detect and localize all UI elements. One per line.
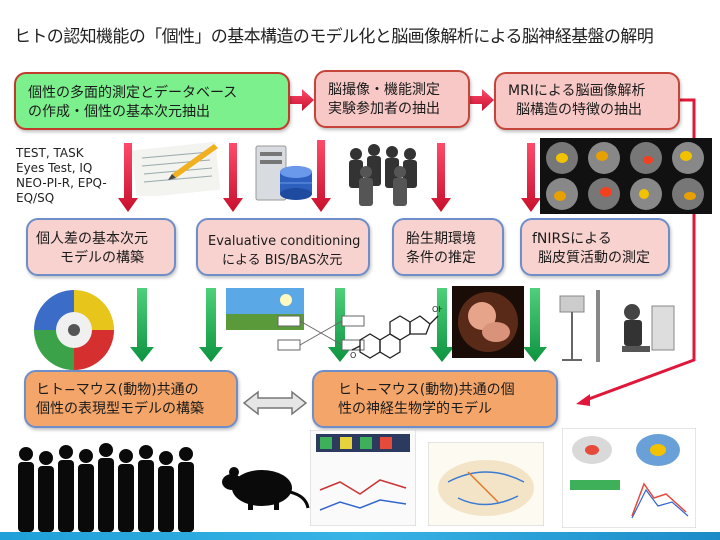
- bottom-accent-bar: [0, 532, 720, 540]
- box6-line2: 条件の推定: [406, 250, 476, 266]
- fnirs-result-panels: [562, 428, 696, 528]
- page-title: ヒトの認知機能の「個性」の基本構造のモデル化と脳画像解析による脳神経基盤の解明: [14, 27, 654, 47]
- red-connector-mri: [585, 98, 696, 402]
- research-figure-panels: [310, 430, 416, 526]
- box7-line1: fNIRSによる: [532, 231, 612, 247]
- box-mri-analysis: MRIによる脳画像解析 脳構造の特徴の抽出: [494, 72, 680, 130]
- personality-wheel-chart: [34, 290, 114, 370]
- box4-line2: モデルの構築: [60, 250, 144, 266]
- box2-line1: 脳撮像・機能測定: [328, 82, 440, 98]
- box-fnirs: fNIRSによる 脳皮質活動の測定: [520, 218, 670, 276]
- box1-line2: の作成・個性の基本次元抽出: [28, 104, 210, 120]
- green-down-arrows: [130, 288, 547, 362]
- double-arrow: [242, 390, 308, 416]
- box-personality-database: 個性の多面的測定とデータベース の作成・個性の基本次元抽出: [14, 72, 290, 130]
- box3-line1: MRIによる脳画像解析: [508, 83, 646, 99]
- box3-line2: 脳構造の特徴の抽出: [516, 102, 642, 118]
- arrow-box2-to-box3: [470, 89, 494, 111]
- test-item: NEO-PI-R, EPQ-: [16, 176, 107, 190]
- box2-line2: 実験参加者の抽出: [328, 101, 440, 117]
- svg-text:OH: OH: [432, 305, 442, 314]
- svg-text:O: O: [350, 351, 356, 360]
- test-item: TEST, TASK: [16, 146, 84, 160]
- mouse-silhouette: [222, 467, 310, 510]
- box5-line1: Evaluative conditioning: [208, 234, 361, 249]
- box-phenotype-model: ヒト−マウス(動物)共通の 個性の表現型モデルの構築: [24, 370, 238, 428]
- fnirs-equipment-image: [559, 290, 675, 362]
- box6-line1: 胎生期環境: [406, 231, 476, 247]
- red-down-arrows: [118, 140, 541, 212]
- box1-line1: 個性の多面的測定とデータベース: [28, 85, 238, 101]
- test-sheet-image: [132, 141, 220, 196]
- box-prenatal-environment: 胎生期環境 条件の推定: [392, 218, 504, 276]
- box9-line2: 性の神経生物学的モデル: [338, 401, 492, 417]
- box9-line1: ヒト−マウス(動物)共通の個: [338, 382, 515, 398]
- steroid-molecule-image: O OH: [350, 305, 442, 360]
- box7-line2: 脳皮質活動の測定: [538, 250, 650, 266]
- fetus-image: [452, 286, 524, 358]
- test-item: EQ/SQ: [16, 191, 55, 205]
- box8-line2: 個性の表現型モデルの構築: [36, 401, 204, 417]
- neural-circuit-diagram: [428, 442, 544, 526]
- people-group-image: [349, 144, 417, 206]
- box-neurobiological-model: ヒト−マウス(動物)共通の個 性の神経生物学的モデル: [312, 370, 558, 428]
- people-silhouettes: [18, 443, 194, 532]
- database-server-icon: [255, 145, 312, 201]
- box8-line1: ヒト−マウス(動物)共通の: [36, 382, 199, 398]
- box-individual-difference-model: 個人差の基本次元 モデルの構築: [26, 218, 176, 276]
- mri-brain-images: [540, 138, 712, 214]
- test-item: Eyes Test, IQ: [16, 161, 93, 175]
- arrow-box1-to-box2: [290, 89, 314, 111]
- box-participant-extraction: 脳撮像・機能測定 実験参加者の抽出: [314, 70, 470, 128]
- box-evaluative-conditioning: Evaluative conditioning による BIS/BAS次元: [196, 218, 370, 276]
- box5-line2: による BIS/BAS次元: [222, 253, 343, 268]
- test-list: TEST, TASK Eyes Test, IQ NEO-PI-R, EPQ- …: [16, 146, 134, 206]
- red-connector-head: [576, 394, 590, 406]
- box4-line1: 個人差の基本次元: [36, 231, 148, 247]
